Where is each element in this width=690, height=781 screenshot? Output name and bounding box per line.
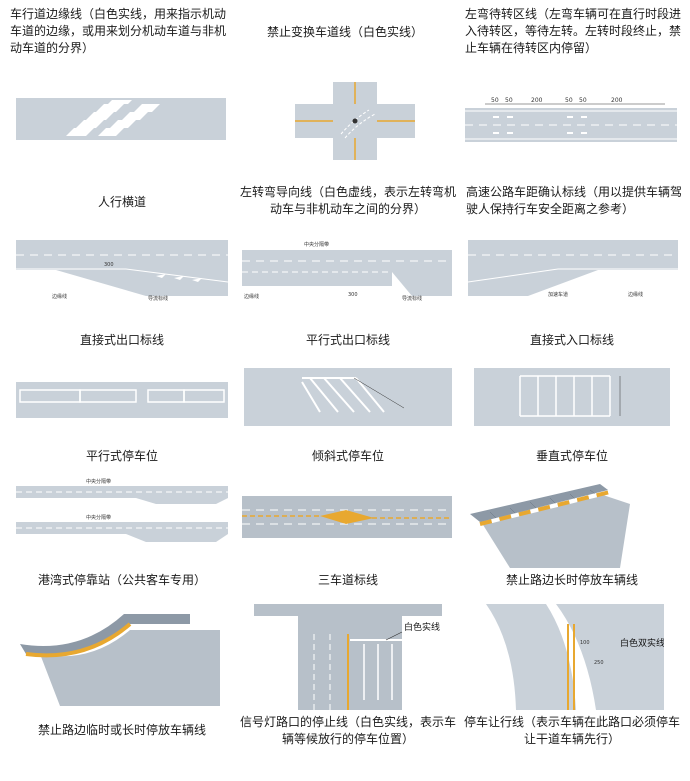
svg-text:中央分隔带: 中央分隔带 — [86, 514, 111, 521]
caption-perpendicular-parking: 垂直式停车位 — [535, 449, 608, 463]
svg-text:中央分隔带: 中央分隔带 — [86, 478, 111, 485]
svg-text:中央分隔带: 中央分隔带 — [304, 241, 329, 248]
svg-text:加速车道: 加速车道 — [548, 291, 568, 298]
caption-three-lane: 三车道标线 — [317, 573, 378, 587]
caption-no-long-parking: 禁止路边长时停放车辆线 — [505, 573, 638, 587]
svg-text:200: 200 — [531, 97, 543, 104]
no-long-parking-diagram — [470, 484, 630, 568]
stop-line-diagram: 白色实线 — [254, 604, 442, 710]
yield-line-diagram: 100 250 白色双实线 — [486, 604, 664, 710]
caption-angled-parking: 倾斜式停车位 — [311, 449, 384, 463]
svg-text:导流标线: 导流标线 — [402, 295, 422, 302]
caption-direct-exit: 直接式出口标线 — [79, 333, 164, 347]
caption-edge-line: 车行道边缘线（白色实线，用来指示机动车道的边缘，或用来划分机动车道与非机动车道的… — [10, 7, 227, 55]
intersection-diagram — [295, 82, 415, 160]
distance-confirm-diagram: 50 50 200 50 50 200 — [465, 97, 677, 142]
svg-text:300: 300 — [104, 262, 114, 268]
caption-stop-line: 信号灯路口的停止线（白色实线，表示车辆等候放行的停车位置） — [239, 715, 456, 746]
svg-text:边缘线: 边缘线 — [52, 293, 67, 300]
no-temp-parking-diagram — [20, 614, 220, 706]
caption-no-lane-change: 禁止变换车道线（白色实线） — [266, 25, 423, 39]
svg-text:导流标线: 导流标线 — [148, 295, 168, 302]
direct-exit-diagram: 300 边缘线 导流标线 — [16, 240, 228, 302]
caption-crosswalk: 人行横道 — [97, 195, 146, 209]
caption-yield-line: 停车让行线（表示车辆在此路口必须停车让干道车辆先行） — [463, 715, 680, 746]
three-lane-diagram — [242, 496, 452, 538]
caption-bus-bay: 港湾式停靠站（公共客车专用） — [37, 573, 206, 587]
svg-text:50: 50 — [491, 97, 499, 104]
svg-text:250: 250 — [594, 660, 604, 666]
crosswalk-diagram — [16, 98, 226, 140]
caption-no-temp-parking: 禁止路边临时或长时停放车辆线 — [37, 723, 206, 737]
caption-left-turn-guide: 左转弯导向线（白色虚线，表示左转弯机动车与非机动车之间的分界） — [239, 185, 456, 216]
svg-text:白色双实线: 白色双实线 — [620, 637, 664, 649]
svg-text:300: 300 — [348, 292, 358, 298]
angled-parking-diagram — [244, 368, 452, 426]
svg-text:50: 50 — [505, 97, 513, 104]
svg-text:50: 50 — [579, 97, 587, 104]
svg-text:白色实线: 白色实线 — [404, 621, 440, 633]
svg-text:边缘线: 边缘线 — [244, 293, 259, 300]
parallel-parking-diagram — [16, 382, 228, 418]
perpendicular-parking-diagram — [474, 368, 670, 426]
parallel-exit-diagram: 中央分隔带 300 边缘线 导流标线 — [242, 241, 452, 302]
svg-text:200: 200 — [611, 97, 623, 104]
caption-direct-entrance: 直接式入口标线 — [529, 333, 614, 347]
svg-text:50: 50 — [565, 97, 573, 104]
caption-distance-confirm: 高速公路车距确认标线（用以提供车辆驾驶人保持行车安全距离之参考） — [466, 185, 683, 216]
svg-text:边缘线: 边缘线 — [628, 291, 643, 298]
svg-text:100: 100 — [580, 640, 590, 646]
direct-entrance-diagram: 加速车道 边缘线 — [468, 240, 678, 298]
caption-parallel-exit: 平行式出口标线 — [305, 333, 390, 347]
caption-parallel-parking: 平行式停车位 — [85, 449, 158, 463]
caption-left-turn-waiting: 左弯待转区线（左弯车辆可在直行时段进入待转区，等待左转。左转时段终止，禁止车辆在… — [465, 7, 682, 55]
bus-bay-diagram: 中央分隔带 中央分隔带 — [16, 478, 228, 542]
